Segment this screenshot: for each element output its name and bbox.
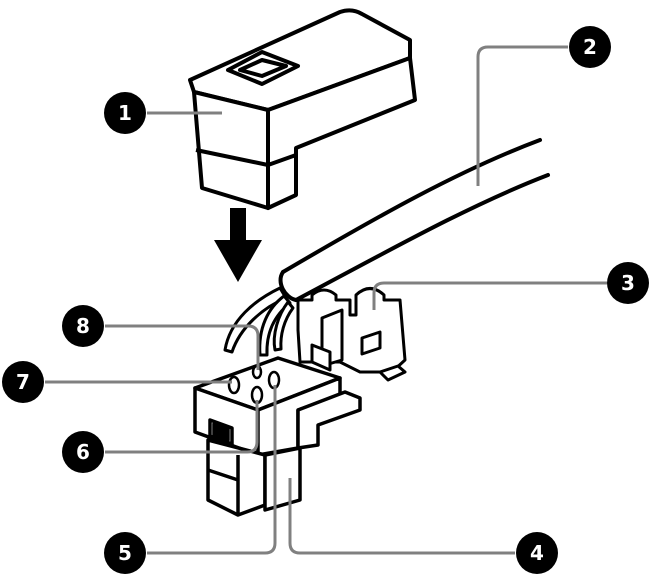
callout-5: 5: [104, 532, 146, 574]
callout-7-label: 7: [16, 370, 30, 394]
callout-6-label: 6: [76, 440, 90, 464]
callout-2: 2: [569, 26, 611, 68]
callout-7: 7: [2, 361, 44, 403]
callout-1: 1: [104, 92, 146, 134]
callout-8-label: 8: [76, 314, 90, 338]
leader-2: [478, 47, 568, 186]
pin-left: [229, 377, 239, 393]
callout-3-label: 3: [621, 271, 635, 295]
cap: [190, 10, 415, 208]
cable: [281, 140, 548, 300]
leader-4: [290, 478, 515, 553]
leader-3: [374, 283, 607, 310]
clip: [298, 289, 405, 381]
callout-5-label: 5: [118, 541, 132, 565]
callout-8: 8: [62, 305, 104, 347]
callout-4-label: 4: [530, 541, 544, 565]
insertion-arrow: [214, 208, 262, 282]
callout-1-label: 1: [118, 101, 132, 125]
callout-2-label: 2: [583, 35, 597, 59]
callout-4: 4: [516, 532, 558, 574]
callout-6: 6: [62, 431, 104, 473]
callout-3: 3: [607, 262, 649, 304]
